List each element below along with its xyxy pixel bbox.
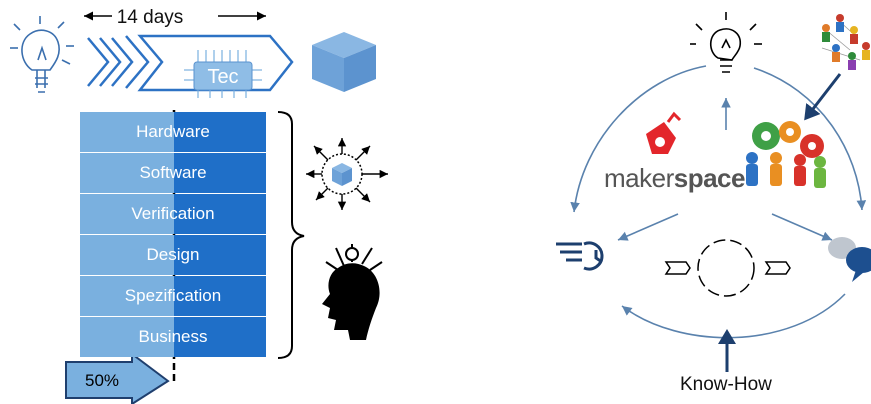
layer-label: Spezification	[124, 286, 222, 305]
gears-team-icon	[746, 121, 826, 188]
layer-label: Software	[139, 163, 207, 182]
percent-arrow	[65, 352, 170, 404]
speech-bubbles-icon	[828, 237, 871, 282]
chip-label: Tec	[207, 66, 238, 88]
makerspace-prefix: maker	[604, 163, 674, 193]
layer-verification: Verification	[80, 194, 266, 234]
layer-label: Business	[138, 327, 208, 346]
layer-software: Software	[80, 153, 266, 193]
knowhow-label: Know-How	[680, 374, 772, 395]
cube-icon	[312, 32, 376, 92]
layer-label: Hardware	[136, 122, 210, 141]
chevron-arrows-icon	[87, 34, 294, 92]
makerspace-logo-icon	[646, 111, 682, 154]
layer-business: Business	[80, 317, 266, 357]
layer-hardware: Hardware	[80, 112, 266, 152]
bracket-icon	[277, 111, 305, 359]
cycle-icon	[664, 239, 791, 297]
people-to-gears-arrow	[804, 73, 842, 121]
percent-label: 50%	[84, 371, 120, 390]
idea-lightbulb-icon	[690, 12, 762, 73]
lightbulb-icon	[10, 16, 74, 93]
layer-design: Design	[80, 235, 266, 275]
fast-clock-icon	[556, 241, 604, 271]
layer-label: Design	[146, 245, 200, 264]
head-ideas-icon	[322, 244, 383, 340]
layer-label: Verification	[131, 204, 215, 223]
cycle-arcs	[570, 65, 867, 339]
cube-explode-icon	[306, 138, 388, 210]
makerspace-label: makerspace	[604, 163, 745, 194]
makerspace-suffix: space	[673, 163, 746, 193]
tec-chip-icon: Tec	[184, 50, 262, 98]
duration-label: 14 days	[116, 7, 184, 28]
layer-spezification: Spezification	[80, 276, 266, 316]
people-network-icon	[821, 14, 870, 70]
